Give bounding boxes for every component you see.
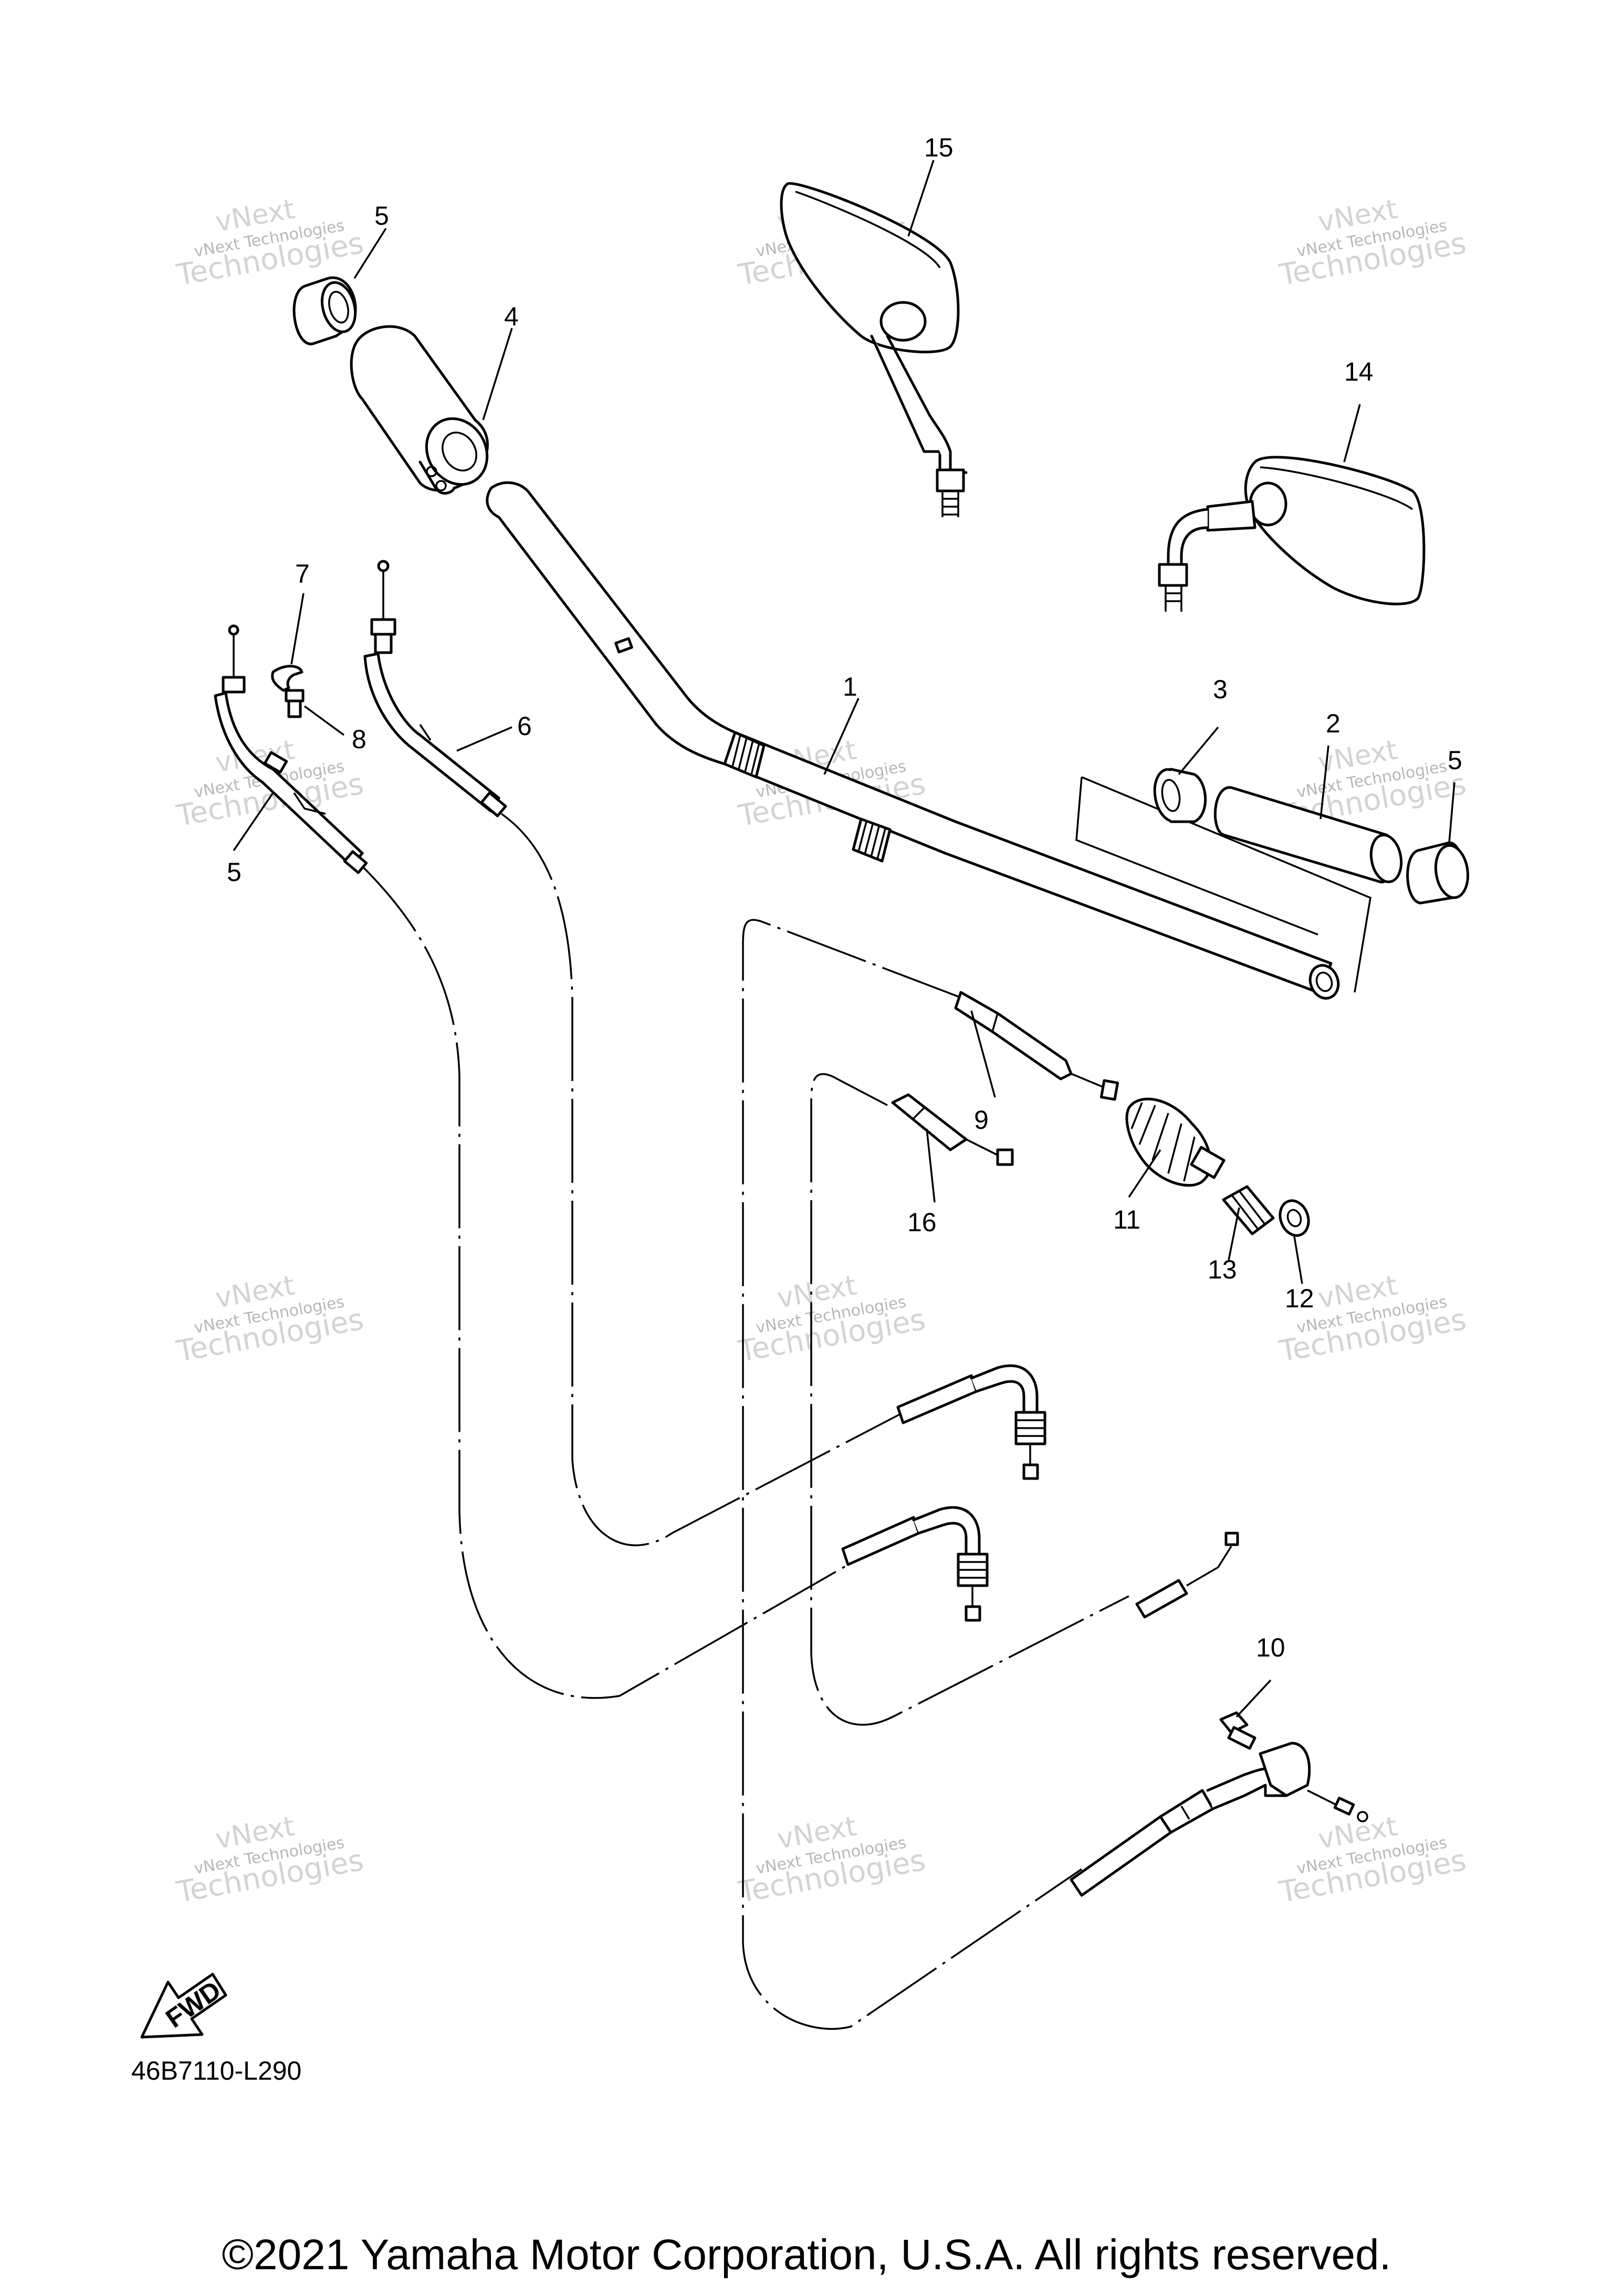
cables (361, 813, 1129, 2030)
collar-3 (1153, 768, 1207, 823)
fwd-arrow: FWD (140, 1973, 227, 2039)
handlebar-1 (486, 481, 1371, 1000)
callout-8: 7 (295, 559, 310, 589)
diagram-code: 46B7110-L290 (131, 2056, 302, 2085)
callout-14: 13 (1208, 1255, 1237, 1284)
callout-11: 10 (1256, 1633, 1285, 1662)
grip-end-5-left (292, 276, 357, 345)
callouts: 5 4 15 14 7 8 6 1 3 2 5 5 9 11 16 13 12 … (227, 133, 1462, 1662)
grip-2 (1213, 786, 1403, 884)
callout-1: 1 (843, 672, 857, 701)
callout-9: 8 (352, 725, 366, 754)
leaders (233, 160, 1455, 1718)
callout-5-left: 5 (374, 201, 389, 230)
callout-16: 15 (924, 133, 954, 162)
cable-adjuster-parts (891, 991, 1310, 1237)
callout-2: 2 (1326, 709, 1340, 738)
callout-3: 3 (1213, 675, 1228, 704)
callout-13: 12 (1285, 1284, 1314, 1313)
throttle-grip-4 (350, 325, 489, 495)
callout-7: 6 (517, 711, 532, 741)
callout-10: 9 (974, 1105, 989, 1135)
throttle-cable-housings (841, 1364, 1046, 1622)
callout-12: 11 (1113, 1205, 1140, 1234)
callout-6: 5 (227, 857, 242, 887)
clutch-cable-bracket (1070, 1711, 1368, 1897)
cable-10-path (742, 919, 1082, 2030)
mirror-15 (1158, 456, 1426, 612)
cable-17-lower-end (1135, 1532, 1239, 1619)
grip-end-5-right (1406, 841, 1470, 905)
cable-17-path (810, 1073, 1129, 1726)
cable-7-path (500, 813, 914, 1546)
mirror-16 (780, 182, 968, 517)
callout-15: 14 (1344, 357, 1374, 386)
cable-ends-left (214, 560, 507, 874)
callout-4: 4 (504, 302, 519, 331)
callout-17: 16 (907, 1208, 937, 1237)
copyright-notice: ©2021 Yamaha Motor Corporation, U.S.A. A… (222, 2231, 1391, 2279)
callout-5-right: 5 (1448, 746, 1462, 775)
cable-6-path (361, 865, 904, 1699)
